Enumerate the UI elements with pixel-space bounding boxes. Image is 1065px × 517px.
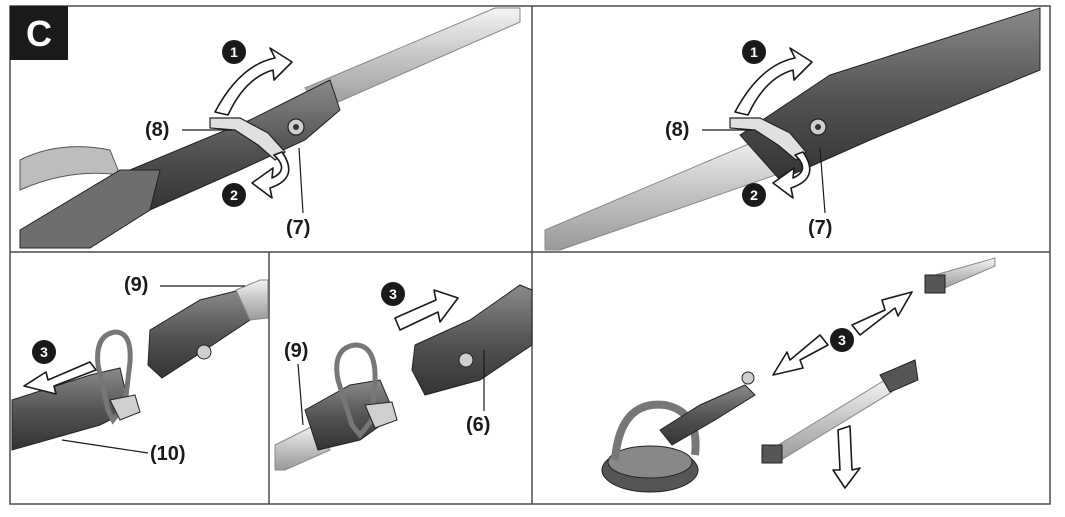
- step-1-number: 1: [230, 44, 238, 60]
- callout-7-right: (7): [808, 217, 832, 239]
- extension-tube-right: [544, 134, 791, 251]
- handle-end-bm: [411, 284, 533, 396]
- rotate-close-arrow-right: [772, 151, 811, 199]
- step-3-number-bl: 3: [40, 344, 48, 360]
- step-3-marker-bm: [381, 282, 405, 306]
- locking-lever: [209, 117, 286, 161]
- figure-badge: C: [10, 6, 68, 60]
- callout-6: (6): [466, 414, 490, 436]
- extension-piece: [769, 379, 893, 463]
- panel-top-left: 1 2 (8) (7): [19, 7, 521, 249]
- step-3-number-br: 3: [838, 332, 846, 348]
- extension-tube: [304, 7, 521, 111]
- callout-8: (8): [145, 119, 169, 141]
- panel-bottom-right: 3: [601, 257, 996, 493]
- rotate-close-arrow: [251, 151, 290, 199]
- locking-lever-right: [729, 117, 807, 161]
- store-down-arrow: [832, 425, 861, 489]
- badge-letter: C: [26, 13, 52, 54]
- callout-10: (10): [150, 443, 186, 465]
- rotate-open-arrow-right: [734, 47, 813, 116]
- step-2-number-right: 2: [750, 187, 758, 203]
- insert-arrow: [851, 291, 913, 336]
- step-2-number: 2: [230, 187, 238, 203]
- pull-apart-arrow: [23, 361, 97, 395]
- callout-7: (7): [286, 217, 310, 239]
- sander-arm: [19, 169, 161, 249]
- step-1-marker-right: [742, 40, 766, 64]
- step-2-marker: [222, 183, 246, 207]
- callout-9-bl: (9): [124, 274, 148, 296]
- rotate-open-arrow: [214, 47, 293, 116]
- step-2-marker-right: [742, 183, 766, 207]
- step-3-marker-bl: [32, 340, 56, 364]
- callout-9-bm: (9): [284, 340, 308, 362]
- sander-neck: [659, 384, 756, 446]
- panel-top-right: 1 2 (8) (7): [544, 7, 1041, 251]
- extension-tube-bl: [235, 279, 269, 321]
- step-3-marker-br: [830, 328, 854, 352]
- step-3-number-bm: 3: [389, 286, 397, 302]
- coupling-loop: [334, 342, 378, 440]
- connector-head: [147, 289, 251, 379]
- release-loop: [95, 329, 133, 425]
- push-together-arrow: [394, 289, 459, 331]
- remove-arrow: [772, 334, 829, 376]
- handle-grip: [129, 79, 341, 211]
- housing-dark-right: [739, 7, 1041, 181]
- step-1-number-right: 1: [750, 44, 758, 60]
- panel-frames: [9, 5, 1051, 505]
- step-1-marker: [222, 40, 246, 64]
- panel-bottom-left: 3 (9) (10): [11, 274, 269, 465]
- callout-8-right: (8): [665, 119, 689, 141]
- panel-bottom-middle: 3 (9) (6): [274, 282, 533, 471]
